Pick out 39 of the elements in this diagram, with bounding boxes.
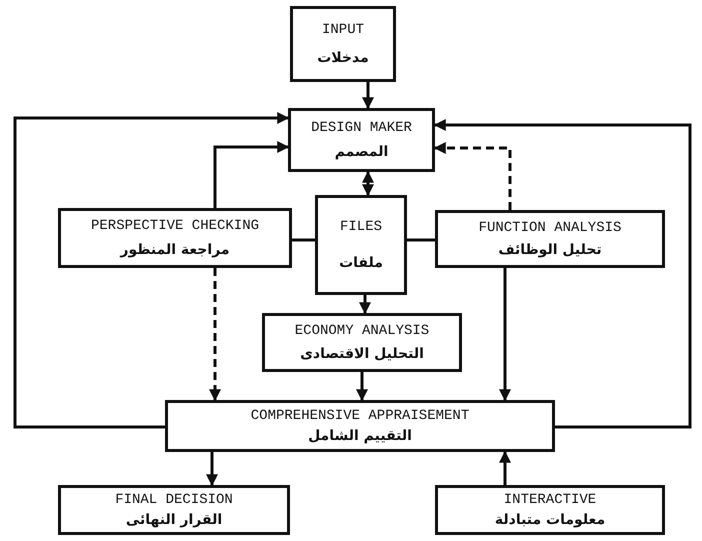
process-box [58,208,292,268]
arrow [499,450,511,485]
box-title: INPUT [322,22,364,38]
box-title: ECONOMY ANALYSIS [294,323,430,339]
process-box [435,210,665,268]
box-title: FINAL DECISION [115,492,233,508]
box-title: PERSPECTIVE CHECKING [90,218,260,234]
arrow [209,268,221,402]
arabic-label: معلومات متبادلة [494,512,606,528]
arabic-label: مراجعة المنظور [120,242,230,258]
arabic-label: القرار النهائى [126,512,222,528]
arabic-label: المصمم [334,144,388,160]
arabic-label: التقييم الشامل [308,428,412,444]
arrow [214,141,290,208]
process-box [58,485,290,535]
arrow [434,142,512,210]
box-title: FUNCTION ANALYSIS [478,220,622,236]
arrow [362,170,374,196]
arabic-label: ملفات [339,255,383,272]
arrow [206,452,218,486]
box-title: COMPREHENSIVE APPRAISEMENT [250,408,470,424]
box-title: FILES [340,218,382,235]
process-box [165,400,555,452]
process-box [315,195,407,295]
arrow [359,295,371,314]
box-title: INTERACTIVE [504,492,596,508]
process-box [290,6,396,82]
arrow [499,268,511,402]
arrow [14,112,290,428]
arabic-label: مدخلات [317,50,369,66]
arabic-label: التحليل الاقتصادى [300,346,424,362]
process-box [262,313,462,372]
arabic-label: تحليل الوظائف [498,242,602,258]
process-box [288,108,435,172]
box-title: DESIGN MAKER [311,120,412,136]
arrow [362,82,374,110]
arrow [356,372,368,402]
process-box [435,485,665,535]
arrow [434,119,692,428]
